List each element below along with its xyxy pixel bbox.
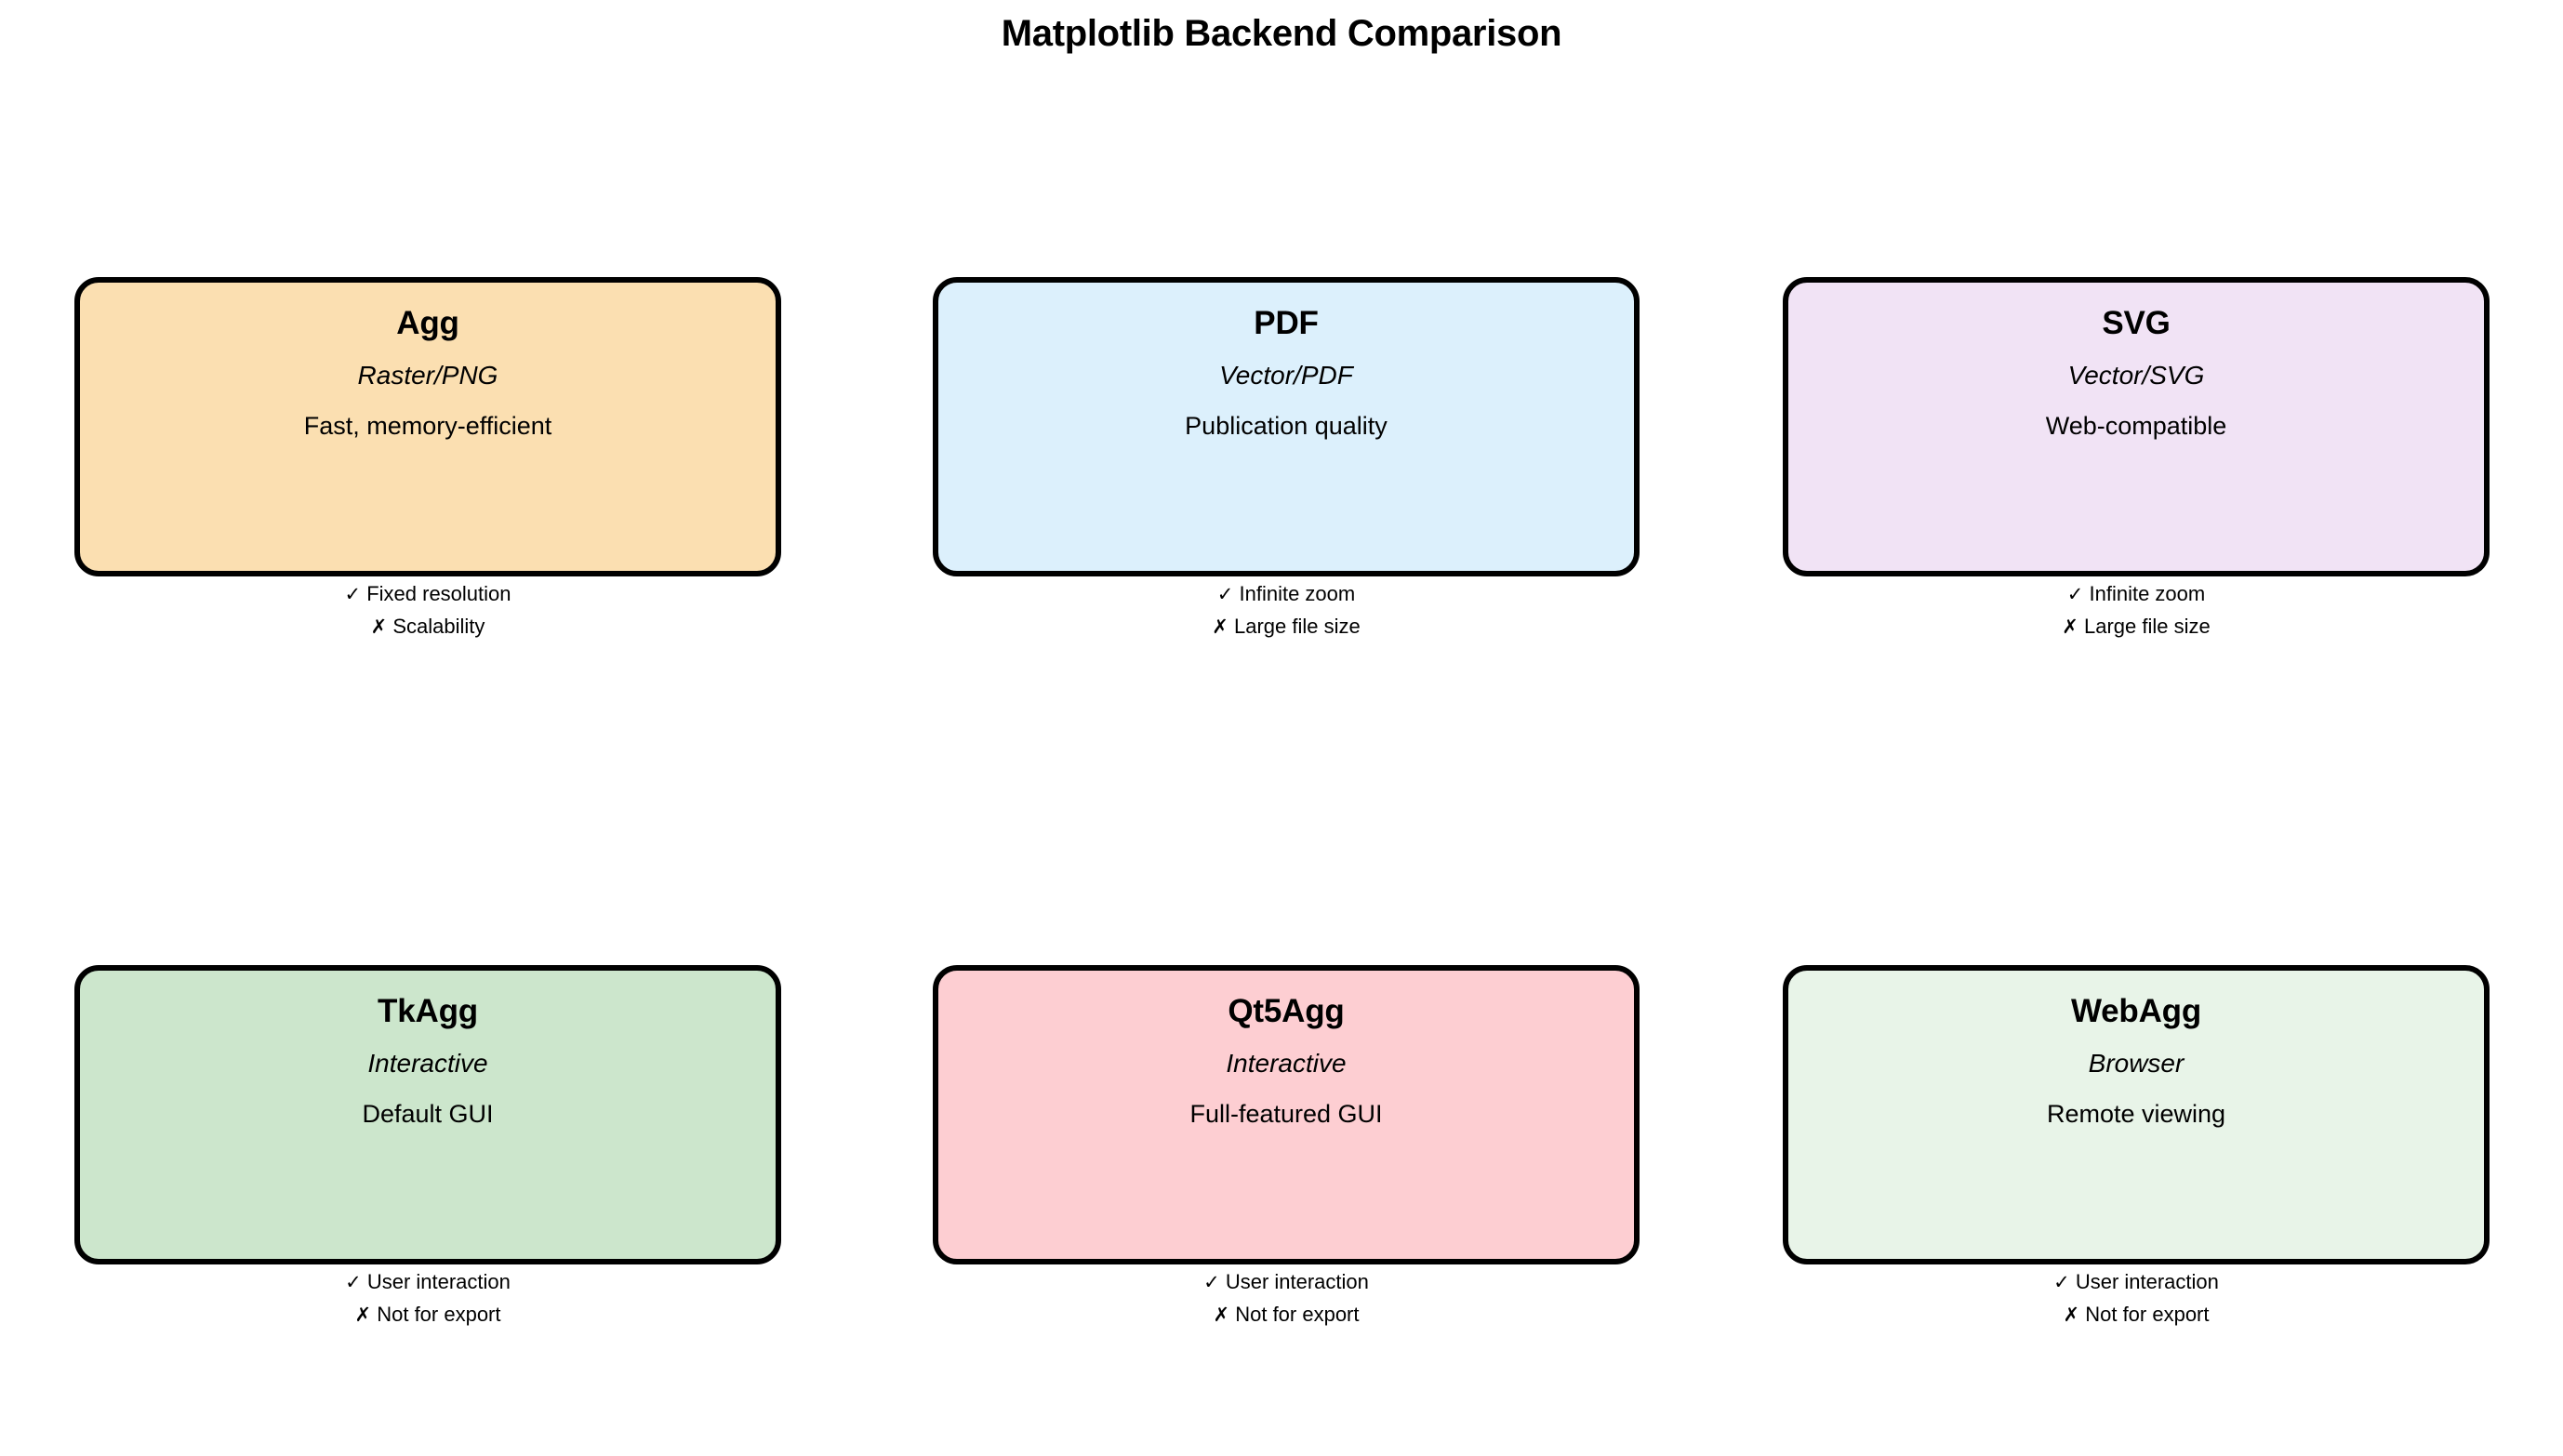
backend-description: Default GUI: [362, 1100, 494, 1128]
note-pro-label: User interaction: [366, 1270, 511, 1293]
backend-notes-pdf: ✓ Infinite zoom ✗ Large file size: [933, 584, 1640, 637]
note-con: ✗ Scalability: [74, 616, 781, 637]
backend-cell-qt5agg: Qt5Agg Interactive Full-featured GUI ✓ U…: [933, 965, 1640, 1325]
cross-icon: ✗: [354, 1304, 372, 1326]
check-icon: ✓: [345, 1271, 362, 1293]
backend-type: Browser: [2088, 1049, 2185, 1078]
backend-notes-agg: ✓ Fixed resolution ✗ Scalability: [74, 584, 781, 637]
note-con: ✗ Not for export: [1783, 1304, 2490, 1325]
note-con: ✗ Not for export: [933, 1304, 1640, 1325]
card-content-pdf: PDF Vector/PDF Publication quality: [938, 283, 1634, 439]
backend-cell-webagg: WebAgg Browser Remote viewing ✓ User int…: [1783, 965, 2490, 1325]
backend-type: Interactive: [367, 1049, 488, 1078]
backend-notes-svg: ✓ Infinite zoom ✗ Large file size: [1783, 584, 2490, 637]
note-con: ✗ Not for export: [74, 1304, 781, 1325]
note-pro-label: User interaction: [1225, 1270, 1369, 1293]
backend-type: Vector/SVG: [2067, 361, 2205, 390]
backend-cell-svg: SVG Vector/SVG Web-compatible ✓ Infinite…: [1783, 277, 2490, 637]
backend-name: Qt5Agg: [1228, 993, 1345, 1029]
backend-notes-tkagg: ✓ User interaction ✗ Not for export: [74, 1272, 781, 1325]
card-content-qt5agg: Qt5Agg Interactive Full-featured GUI: [938, 971, 1634, 1127]
cross-icon: ✗: [370, 615, 388, 638]
backend-cell-pdf: PDF Vector/PDF Publication quality ✓ Inf…: [933, 277, 1640, 637]
check-icon: ✓: [1203, 1271, 1220, 1293]
card-content-agg: Agg Raster/PNG Fast, memory-efficient: [80, 283, 776, 439]
backend-description: Full-featured GUI: [1189, 1100, 1383, 1128]
backend-description: Remote viewing: [2046, 1100, 2226, 1128]
backend-cell-tkagg: TkAgg Interactive Default GUI ✓ User int…: [74, 965, 781, 1325]
backend-type: Interactive: [1226, 1049, 1347, 1078]
backend-card-qt5agg[interactable]: Qt5Agg Interactive Full-featured GUI: [933, 965, 1640, 1264]
cross-icon: ✗: [1213, 1304, 1230, 1326]
note-con-label: Large file size: [1233, 615, 1361, 638]
backend-card-webagg[interactable]: WebAgg Browser Remote viewing: [1783, 965, 2490, 1264]
card-content-tkagg: TkAgg Interactive Default GUI: [80, 971, 776, 1127]
backend-description: Publication quality: [1185, 412, 1388, 440]
note-pro-label: User interaction: [2075, 1270, 2219, 1293]
note-pro: ✓ User interaction: [1783, 1272, 2490, 1292]
check-icon: ✓: [2066, 583, 2084, 605]
backend-type: Raster/PNG: [357, 361, 498, 390]
cross-icon: ✗: [1212, 615, 1228, 638]
backend-card-pdf[interactable]: PDF Vector/PDF Publication quality: [933, 277, 1640, 576]
note-pro-label: Infinite zoom: [2089, 582, 2206, 605]
note-pro-label: Infinite zoom: [1239, 582, 1356, 605]
note-con-label: Not for export: [2085, 1303, 2210, 1326]
backend-card-agg[interactable]: Agg Raster/PNG Fast, memory-efficient: [74, 277, 781, 576]
backend-name: WebAgg: [2070, 993, 2202, 1029]
note-con-label: Scalability: [392, 615, 485, 638]
backend-card-tkagg[interactable]: TkAgg Interactive Default GUI: [74, 965, 781, 1264]
backend-description: Fast, memory-efficient: [303, 412, 552, 440]
backend-name: SVG: [2102, 305, 2171, 341]
cross-icon: ✗: [2063, 1304, 2080, 1326]
backend-name: TkAgg: [378, 993, 478, 1029]
note-pro: ✓ User interaction: [933, 1272, 1640, 1292]
note-pro: ✓ Infinite zoom: [1783, 584, 2490, 604]
backend-cell-agg: Agg Raster/PNG Fast, memory-efficient ✓ …: [74, 277, 781, 637]
note-con-label: Not for export: [1235, 1303, 1360, 1326]
note-pro: ✓ Fixed resolution: [74, 584, 781, 604]
note-pro: ✓ User interaction: [74, 1272, 781, 1292]
page-title: Matplotlib Backend Comparison: [1001, 13, 1562, 54]
note-con: ✗ Large file size: [1783, 616, 2490, 637]
backend-name: Agg: [396, 305, 459, 341]
backend-name: PDF: [1254, 305, 1319, 341]
card-content-webagg: WebAgg Browser Remote viewing: [1788, 971, 2484, 1127]
backend-type: Vector/PDF: [1219, 361, 1353, 390]
backend-notes-qt5agg: ✓ User interaction ✗ Not for export: [933, 1272, 1640, 1325]
backend-notes-webagg: ✓ User interaction ✗ Not for export: [1783, 1272, 2490, 1325]
note-pro-label: Fixed resolution: [366, 582, 511, 605]
note-con-label: Not for export: [377, 1303, 501, 1326]
check-icon: ✓: [344, 583, 362, 605]
backend-description: Web-compatible: [2045, 412, 2227, 440]
check-icon: ✓: [1216, 583, 1234, 605]
note-con-label: Large file size: [2083, 615, 2211, 638]
backend-card-svg[interactable]: SVG Vector/SVG Web-compatible: [1783, 277, 2490, 576]
cross-icon: ✗: [2062, 615, 2078, 638]
note-con: ✗ Large file size: [933, 616, 1640, 637]
note-pro: ✓ Infinite zoom: [933, 584, 1640, 604]
check-icon: ✓: [2053, 1271, 2070, 1293]
card-content-svg: SVG Vector/SVG Web-compatible: [1788, 283, 2484, 439]
